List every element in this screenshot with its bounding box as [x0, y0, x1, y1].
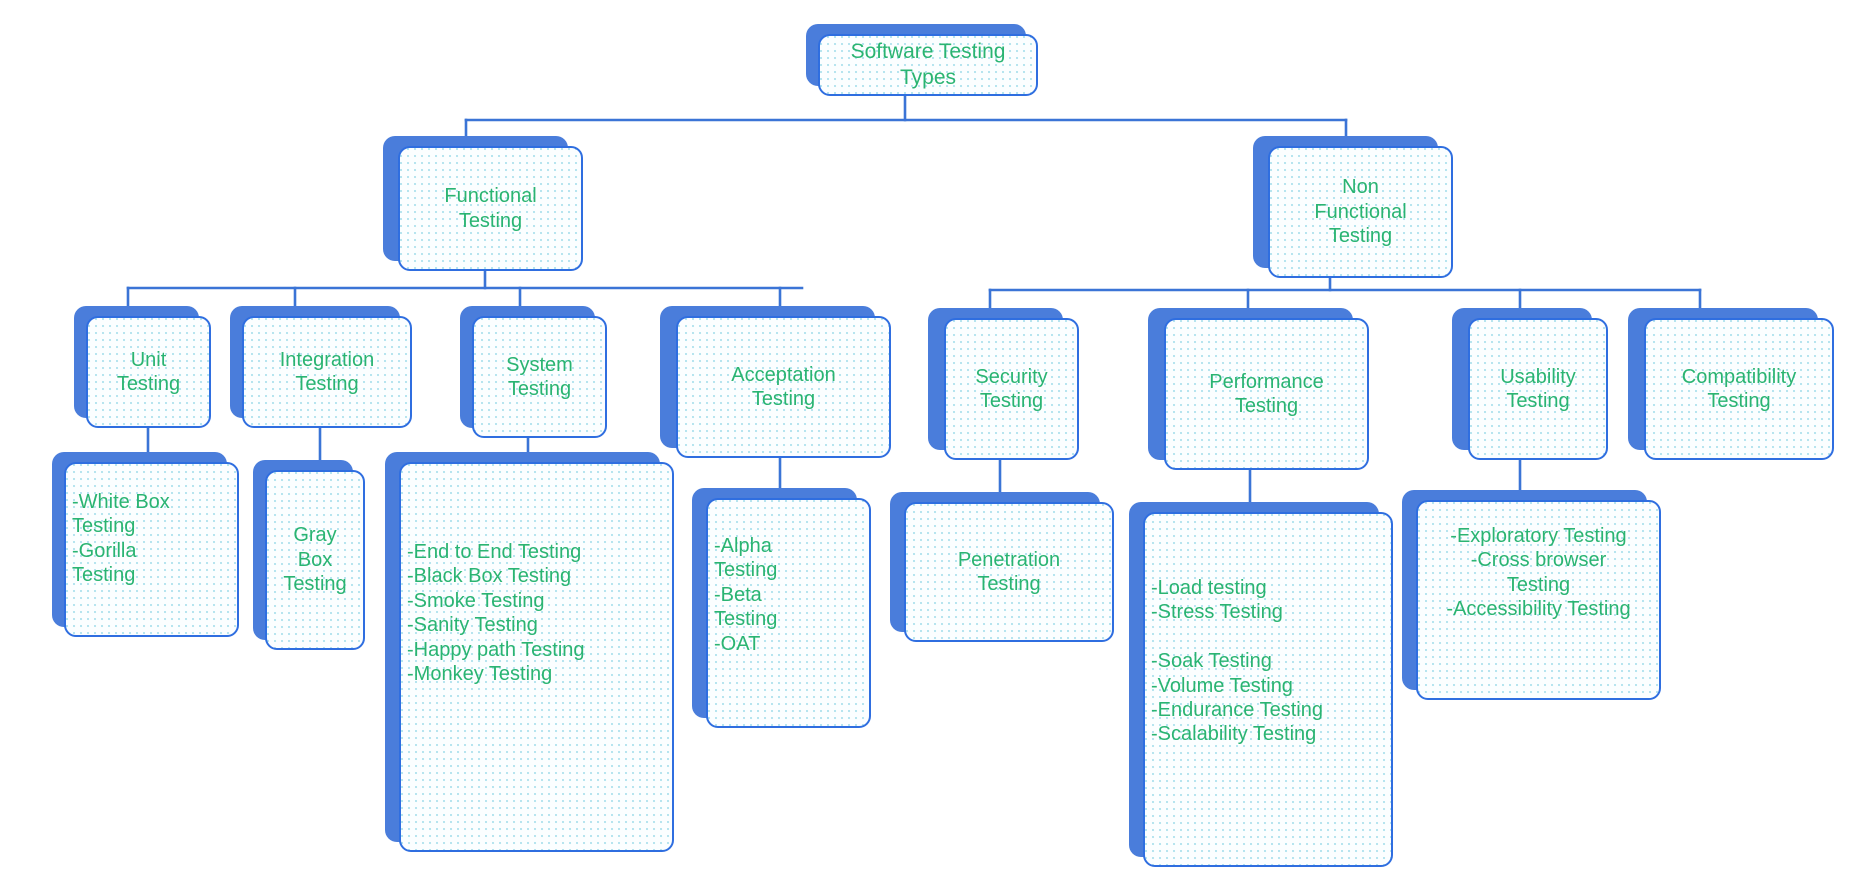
- node-label: -Load testing -Stress Testing -Soak Test…: [1151, 577, 1323, 746]
- node-label: Compatibility Testing: [1681, 365, 1797, 412]
- node-label: Acceptation Testing: [731, 363, 836, 410]
- node-acceptation-testing[interactable]: Acceptation Testing: [676, 316, 891, 458]
- node-performance-testing-details[interactable]: -Load testing -Stress Testing -Soak Test…: [1143, 512, 1393, 867]
- node-non-functional-testing[interactable]: Non Functional Testing: [1268, 146, 1453, 278]
- node-label: Software Testing Types: [850, 40, 1006, 89]
- node-label: Penetration Testing: [957, 548, 1061, 595]
- node-compatibility-testing[interactable]: Compatibility Testing: [1644, 318, 1834, 460]
- node-label: Functional Testing: [444, 185, 537, 232]
- node-label: Gray Box Testing: [283, 524, 347, 596]
- node-label: Performance Testing: [1209, 370, 1324, 417]
- node-system-testing-details[interactable]: -End to End Testing -Black Box Testing -…: [399, 462, 674, 852]
- node-label: -End to End Testing -Black Box Testing -…: [407, 541, 585, 685]
- node-usability-testing[interactable]: Usability Testing: [1468, 318, 1608, 460]
- node-performance-testing[interactable]: Performance Testing: [1164, 318, 1369, 470]
- node-software-testing-types[interactable]: Software Testing Types: [818, 34, 1038, 96]
- node-label: Usability Testing: [1500, 365, 1576, 412]
- node-label: -Alpha Testing -Beta Testing -OAT: [714, 535, 778, 655]
- node-label: Non Functional Testing: [1314, 176, 1407, 248]
- node-integration-testing-details[interactable]: Gray Box Testing: [265, 470, 365, 650]
- node-label: Security Testing: [975, 365, 1048, 412]
- node-security-testing[interactable]: Security Testing: [944, 318, 1079, 460]
- node-usability-testing-details[interactable]: -Exploratory Testing -Cross browser Test…: [1416, 500, 1661, 700]
- node-label: -Exploratory Testing -Cross browser Test…: [1446, 525, 1631, 621]
- node-label: -White Box Testing -Gorilla Testing: [72, 491, 170, 587]
- node-label: System Testing: [506, 353, 573, 400]
- node-integration-testing[interactable]: Integration Testing: [242, 316, 412, 428]
- node-functional-testing[interactable]: Functional Testing: [398, 146, 583, 271]
- node-unit-testing-details[interactable]: -White Box Testing -Gorilla Testing: [64, 462, 239, 637]
- node-label: Integration Testing: [279, 348, 375, 395]
- node-label: Unit Testing: [116, 348, 181, 395]
- node-unit-testing[interactable]: Unit Testing: [86, 316, 211, 428]
- node-security-testing-details[interactable]: Penetration Testing: [904, 502, 1114, 642]
- node-system-testing[interactable]: System Testing: [472, 316, 607, 438]
- node-acceptation-testing-details[interactable]: -Alpha Testing -Beta Testing -OAT: [706, 498, 871, 728]
